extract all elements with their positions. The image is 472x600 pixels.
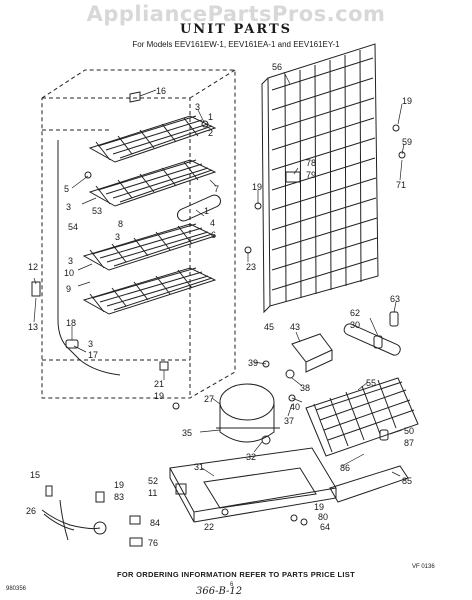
leader-lines	[33, 71, 405, 477]
callout-45: 45	[264, 322, 274, 332]
callout-23: 23	[246, 262, 256, 272]
diagram-title: UNIT PARTS	[179, 22, 293, 37]
callout-10: 10	[64, 268, 74, 278]
callout-80: 80	[318, 512, 328, 522]
callout-86: 86	[340, 463, 350, 473]
callout-71: 71	[396, 180, 406, 190]
model-list: For Models EEV161EW-1, EEV161EA-1 and EE…	[132, 40, 340, 49]
wiring-harness	[41, 499, 107, 541]
callout-39: 39	[248, 358, 258, 368]
accumulator-tube	[176, 194, 222, 222]
callout-16: 16	[156, 86, 166, 96]
callout-79: 79	[306, 170, 316, 180]
callout-26: 26	[26, 506, 36, 516]
callout-9: 9	[66, 284, 71, 294]
callout-2: 2	[208, 128, 213, 138]
callout-54: 54	[68, 222, 78, 232]
ordering-note: FOR ORDERING INFORMATION REFER TO PARTS …	[117, 570, 355, 579]
drain-pan-coil	[305, 377, 419, 457]
evaporator-shelf-3	[82, 223, 217, 271]
callout-3: 3	[68, 256, 73, 266]
callout-1: 1	[208, 112, 213, 122]
callout-18: 18	[66, 318, 76, 328]
drier	[343, 323, 401, 356]
callout-3: 3	[195, 102, 200, 112]
figure-reference: VF 0136	[412, 564, 435, 570]
callout-19: 19	[114, 480, 124, 490]
callout-21: 21	[154, 379, 164, 389]
callout-3: 3	[66, 202, 71, 212]
evaporator-shelf-4	[82, 267, 217, 315]
callout-64: 64	[320, 522, 330, 532]
callout-30: 30	[350, 320, 360, 330]
callout-13: 13	[28, 322, 38, 332]
callout-43: 43	[290, 322, 300, 332]
callout-52: 52	[148, 476, 158, 486]
callout-5: 5	[64, 184, 69, 194]
callout-15: 15	[30, 470, 40, 480]
callout-63: 63	[390, 294, 400, 304]
callout-8: 8	[118, 219, 123, 229]
callout-37: 37	[284, 416, 294, 426]
document-reference: 980356	[6, 586, 27, 592]
callout-35: 35	[182, 428, 192, 438]
callout-76: 76	[148, 538, 158, 548]
callout-6: 6	[211, 230, 216, 240]
callout-83: 83	[114, 492, 124, 502]
callout-1: 1	[204, 206, 209, 216]
callout-19: 19	[154, 391, 164, 401]
compressor	[216, 383, 280, 443]
callout-3: 3	[88, 339, 93, 349]
callout-22: 22	[204, 522, 214, 532]
callout-56: 56	[272, 62, 282, 72]
callout-17: 17	[88, 350, 98, 360]
callout-7: 7	[214, 184, 219, 194]
callout-40: 40	[290, 402, 300, 412]
document-code: 366-B-12	[196, 586, 243, 597]
callout-19: 19	[402, 96, 412, 106]
callout-12: 12	[28, 262, 38, 272]
small-parts	[31, 91, 406, 547]
callout-87: 87	[404, 438, 414, 448]
cabinet-frame	[41, 69, 236, 399]
callout-38: 38	[300, 383, 310, 393]
callout-3: 3	[115, 232, 120, 242]
callout-19: 19	[314, 502, 324, 512]
callout-78: 78	[306, 158, 316, 168]
callout-55: 55	[366, 378, 376, 388]
callout-31: 31	[194, 462, 204, 472]
callout-labels: 56 16 3 1 2 5 7 3 53 54 8 3 1 4 6 3 10 9…	[26, 62, 414, 548]
watermark: AppliancePartsPros.com	[86, 2, 386, 26]
callout-19: 19	[252, 182, 262, 192]
callout-27: 27	[204, 394, 214, 404]
callout-85: 85	[402, 476, 412, 486]
callout-62: 62	[350, 308, 360, 318]
callout-59: 59	[402, 137, 412, 147]
callout-4: 4	[210, 218, 215, 228]
condenser	[261, 43, 379, 314]
cabinet-tube	[57, 140, 121, 376]
fan-motor-bracket	[291, 333, 333, 373]
callout-84: 84	[150, 518, 160, 528]
callout-50: 50	[404, 426, 414, 436]
base-rail	[329, 465, 409, 503]
page-number: 6	[230, 582, 234, 588]
evaporator-shelf-1	[88, 115, 217, 163]
evaporator-shelf-2	[88, 159, 217, 207]
callout-32: 32	[246, 452, 256, 462]
callout-11: 11	[148, 488, 157, 498]
callout-53: 53	[92, 206, 102, 216]
